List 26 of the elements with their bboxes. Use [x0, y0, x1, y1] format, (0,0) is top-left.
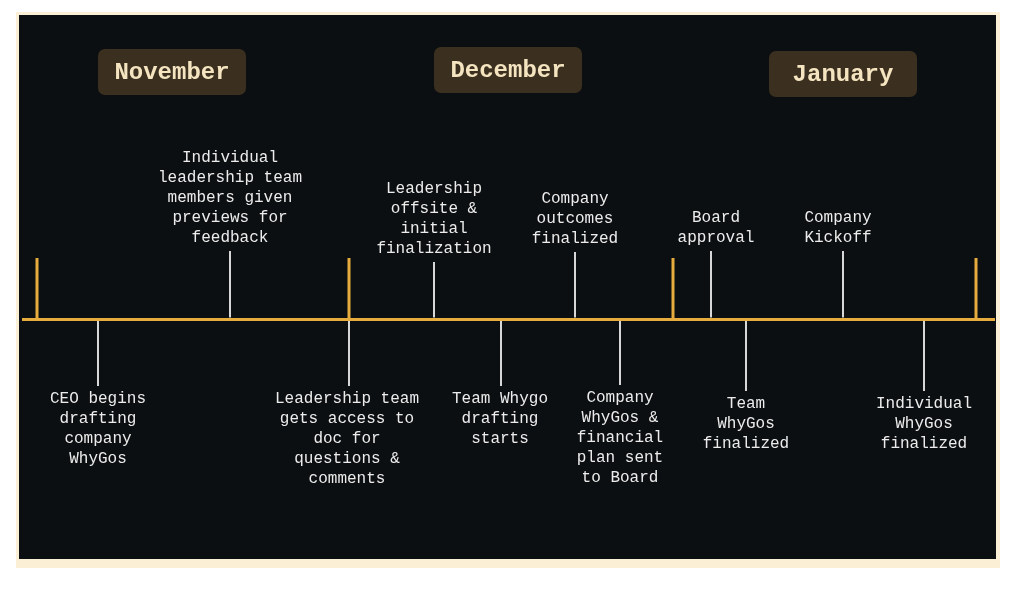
leader-line: [619, 319, 621, 386]
leader-line: [348, 319, 350, 387]
event-label: Company outcomes finalized: [530, 189, 620, 252]
event-label: Board approval: [676, 208, 756, 251]
event-label: Individual leadership team members given previews for feedback: [157, 148, 303, 251]
leader-line: [229, 250, 231, 319]
leader-line: [500, 319, 502, 387]
month-label: December: [434, 47, 582, 93]
timeline-bar: [22, 317, 995, 321]
leader-line: [923, 319, 925, 392]
leader-line: [745, 319, 747, 392]
event-label: Individual WhyGos finalized: [875, 391, 973, 454]
month-label: January: [769, 51, 917, 97]
event-label: Company WhyGos & financial plan sent to Board: [575, 385, 665, 488]
leader-line: [710, 250, 712, 319]
leader-line: [97, 319, 99, 387]
event-label: Leadership team gets access to doc for questions & comments: [274, 386, 420, 489]
event-label: Team Whygo drafting starts: [451, 386, 549, 449]
month-label: November: [98, 49, 246, 95]
event-label: Leadership offsite & initial finalization: [375, 179, 493, 262]
event-label: Team WhyGos finalized: [701, 391, 791, 454]
event-label: Company Kickoff: [803, 208, 873, 251]
leader-line: [574, 251, 576, 319]
leader-line: [433, 261, 435, 319]
leader-line: [842, 250, 844, 319]
event-label: CEO begins drafting company WhyGos: [49, 386, 147, 469]
